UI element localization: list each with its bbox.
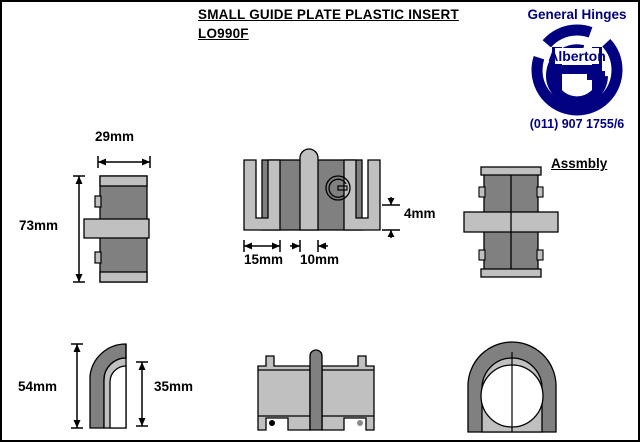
g-emboss-icon — [325, 175, 351, 201]
side-elevation-view: 15mm 10mm 4mm — [234, 142, 436, 282]
title-block: SMALL GUIDE PLATE PLASTIC INSERT LO990F — [198, 6, 498, 43]
dim-label-15mm: 15mm — [244, 252, 284, 267]
dim-label-10mm: 10mm — [300, 252, 340, 267]
company-name: General Hinges — [527, 7, 627, 22]
section-profile-view: 54mm 35mm — [18, 332, 222, 437]
end-view — [454, 340, 599, 440]
dim-label-4mm: 4mm — [404, 206, 436, 221]
assembly-view: Assmbly — [446, 142, 607, 282]
dim-label-35mm: 35mm — [154, 379, 194, 394]
front-elevation-view: 29mm 73mm — [19, 129, 197, 295]
assembly-caption: Assmbly — [551, 156, 608, 171]
drawing-title: SMALL GUIDE PLATE PLASTIC INSERT — [198, 7, 459, 22]
plan-view — [244, 340, 399, 440]
company-phone: (011) 907 1755/6 — [529, 117, 625, 131]
gh-monogram-circle-logo: Alberton — [525, 24, 629, 116]
company-logo-block: General Hinges Alberton (011) 907 17 — [514, 4, 638, 140]
dim-label-29mm: 29mm — [95, 129, 135, 144]
dim-label-54mm: 54mm — [18, 379, 58, 394]
dim-label-73mm: 73mm — [19, 218, 59, 233]
logo-alberton-text: Alberton — [548, 48, 606, 64]
drawing-part-number: LO990F — [198, 26, 249, 41]
